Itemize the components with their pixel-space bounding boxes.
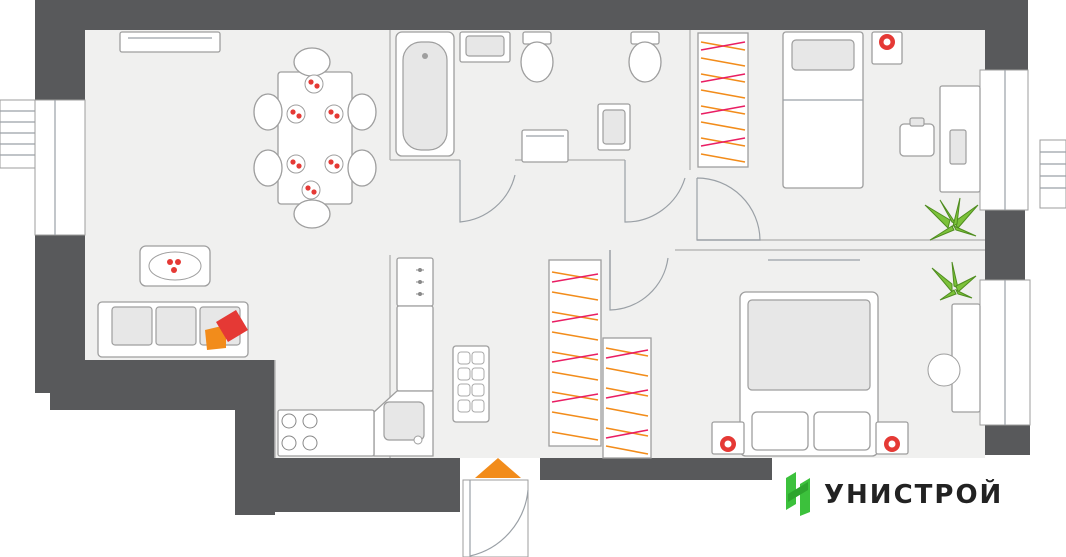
- brand-name: УНИСТРОЙ: [824, 480, 1004, 510]
- bedroom-2-furniture: [711, 259, 981, 457]
- unistroy-leaf-icon: [786, 472, 810, 516]
- doors: [459, 160, 761, 557]
- wardrobe-2: [548, 259, 652, 459]
- plant-icon: [924, 197, 979, 241]
- toilet-room-fixtures: [597, 31, 662, 151]
- brand-logo: УНИСТРОЙ: [782, 466, 1032, 526]
- sofa: [97, 301, 249, 358]
- dining-set: [119, 31, 377, 229]
- entrance-door[interactable]: [462, 479, 529, 557]
- cushion-orange-icon: [205, 325, 226, 350]
- plant-icon: [931, 261, 977, 301]
- entrance-marker-icon: [475, 458, 521, 478]
- cushion-red-icon: [216, 310, 248, 342]
- kitchen: [277, 257, 490, 457]
- bathroom-fixtures: [395, 31, 569, 163]
- windows: [0, 69, 1066, 426]
- walls: [35, 0, 1030, 515]
- coffee-table: [139, 245, 211, 287]
- bedroom-1-furniture: [782, 31, 981, 241]
- wardrobe-1: [697, 32, 749, 168]
